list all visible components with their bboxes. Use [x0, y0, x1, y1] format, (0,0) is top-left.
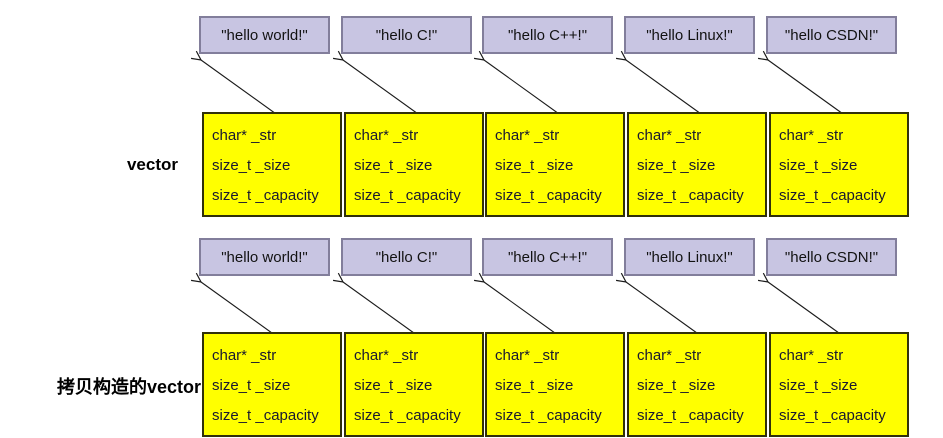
struct-field-str: char* _str	[779, 127, 844, 144]
row-label-vector: vector	[126, 155, 178, 174]
struct-field-capacity: size_t _capacity	[354, 187, 461, 204]
struct-field-str: char* _str	[637, 347, 702, 364]
struct-field-str: char* _str	[212, 347, 277, 364]
struct-field-capacity: size_t _capacity	[779, 407, 886, 424]
struct-field-capacity: size_t _capacity	[495, 187, 602, 204]
struct-field-size: size_t _size	[637, 157, 716, 174]
struct-field-size: size_t _size	[495, 377, 574, 394]
string-literal-box: "hello C!"	[341, 238, 472, 276]
string-struct-cell: char* _str size_t _size size_t _capacity	[769, 112, 909, 217]
struct-field-capacity: size_t _capacity	[495, 407, 602, 424]
string-struct-cell: char* _str size_t _size size_t _capacity	[344, 112, 484, 217]
string-literal-box: "hello world!"	[199, 16, 330, 54]
string-literal-box: "hello C++!"	[482, 238, 613, 276]
string-literal-box: "hello CSDN!"	[766, 238, 897, 276]
struct-field-size: size_t _size	[212, 157, 291, 174]
string-struct-cell: char* _str size_t _size size_t _capacity	[485, 112, 625, 217]
string-struct-cell: char* _str size_t _size size_t _capacity	[202, 332, 342, 437]
string-literal-box: "hello Linux!"	[624, 16, 755, 54]
struct-field-size: size_t _size	[212, 377, 291, 394]
struct-field-capacity: size_t _capacity	[212, 407, 319, 424]
struct-field-str: char* _str	[779, 347, 844, 364]
string-struct-cell: char* _str size_t _size size_t _capacity	[627, 112, 767, 217]
struct-field-str: char* _str	[212, 127, 277, 144]
string-literal-box: "hello CSDN!"	[766, 16, 897, 54]
string-literal-box: "hello C!"	[341, 16, 472, 54]
struct-field-size: size_t _size	[354, 377, 433, 394]
struct-field-size: size_t _size	[495, 157, 574, 174]
row-label-copied-vector: 拷贝构造的vector	[56, 377, 201, 397]
string-struct-cell: char* _str size_t _size size_t _capacity	[769, 332, 909, 437]
struct-field-size: size_t _size	[779, 157, 858, 174]
struct-field-capacity: size_t _capacity	[637, 187, 744, 204]
struct-field-str: char* _str	[495, 127, 560, 144]
string-struct-cell: char* _str size_t _size size_t _capacity	[344, 332, 484, 437]
struct-field-capacity: size_t _capacity	[354, 407, 461, 424]
struct-field-size: size_t _size	[779, 377, 858, 394]
struct-field-capacity: size_t _capacity	[779, 187, 886, 204]
string-struct-cell: char* _str size_t _size size_t _capacity	[202, 112, 342, 217]
string-struct-cell: char* _str size_t _size size_t _capacity	[485, 332, 625, 437]
string-literal-box: "hello C++!"	[482, 16, 613, 54]
string-literal-box: "hello world!"	[199, 238, 330, 276]
struct-field-str: char* _str	[637, 127, 702, 144]
string-literal-box: "hello Linux!"	[624, 238, 755, 276]
struct-field-str: char* _str	[354, 347, 419, 364]
struct-field-size: size_t _size	[354, 157, 433, 174]
struct-field-str: char* _str	[495, 347, 560, 364]
struct-field-size: size_t _size	[637, 377, 716, 394]
struct-field-str: char* _str	[354, 127, 419, 144]
struct-field-capacity: size_t _capacity	[212, 187, 319, 204]
string-struct-cell: char* _str size_t _size size_t _capacity	[627, 332, 767, 437]
struct-field-capacity: size_t _capacity	[637, 407, 744, 424]
